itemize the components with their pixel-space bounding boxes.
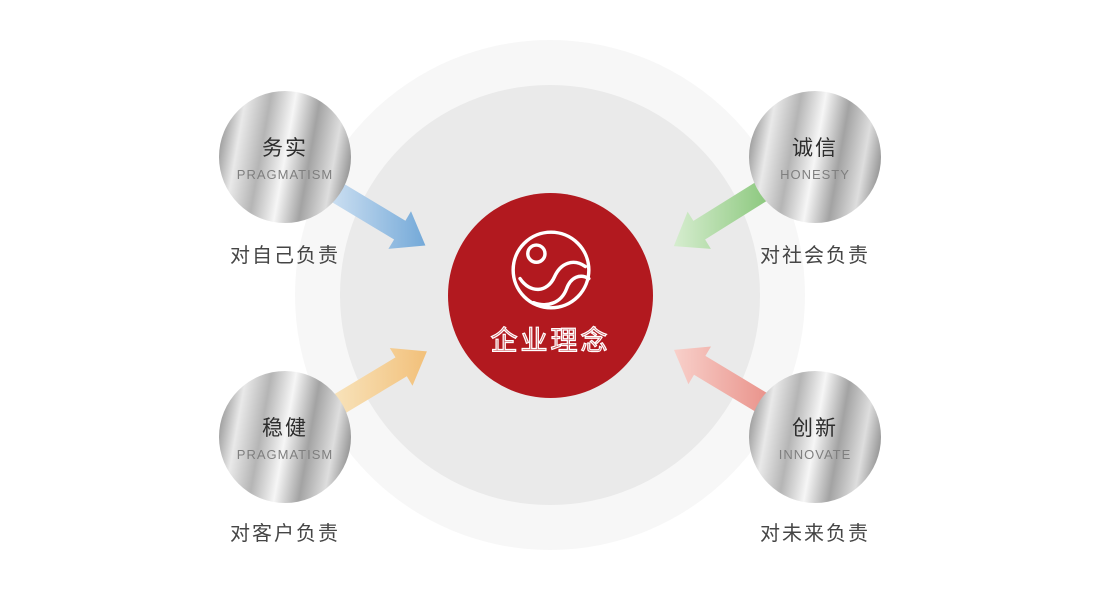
node-honesty: 诚信 HONESTY 对社会负责	[749, 91, 881, 268]
node-title: 诚信	[792, 137, 838, 160]
node-title: 创新	[792, 417, 838, 440]
node-subtitle: PRAGMATISM	[236, 447, 334, 462]
node-subtitle: HONESTY	[780, 167, 850, 182]
node-pragmatism: 务实 PRAGMATISM 对自己负责	[219, 91, 351, 268]
center-circle: 企业理念	[448, 193, 653, 398]
node-innovate: 创新 INNOVATE 对未来负责	[749, 371, 881, 546]
node-caption: 对自己负责	[230, 245, 340, 267]
center-label: 企业理念	[490, 325, 611, 356]
company-logo-icon	[510, 230, 591, 310]
node-circle-innovate: 创新 INNOVATE	[749, 371, 881, 503]
node-steady: 稳健 PRAGMATISM 对客户负责	[219, 371, 351, 546]
node-subtitle: INNOVATE	[778, 447, 852, 462]
node-caption: 对客户负责	[230, 523, 340, 545]
node-title: 稳健	[262, 417, 308, 440]
node-caption: 对未来负责	[760, 523, 870, 545]
node-circle-steady: 稳健 PRAGMATISM	[219, 371, 351, 503]
node-circle-honesty: 诚信 HONESTY	[749, 91, 881, 223]
node-caption: 对社会负责	[760, 245, 870, 267]
node-circle-pragmatism: 务实 PRAGMATISM	[219, 91, 351, 223]
node-title: 务实	[262, 137, 308, 160]
node-subtitle: PRAGMATISM	[236, 167, 334, 182]
